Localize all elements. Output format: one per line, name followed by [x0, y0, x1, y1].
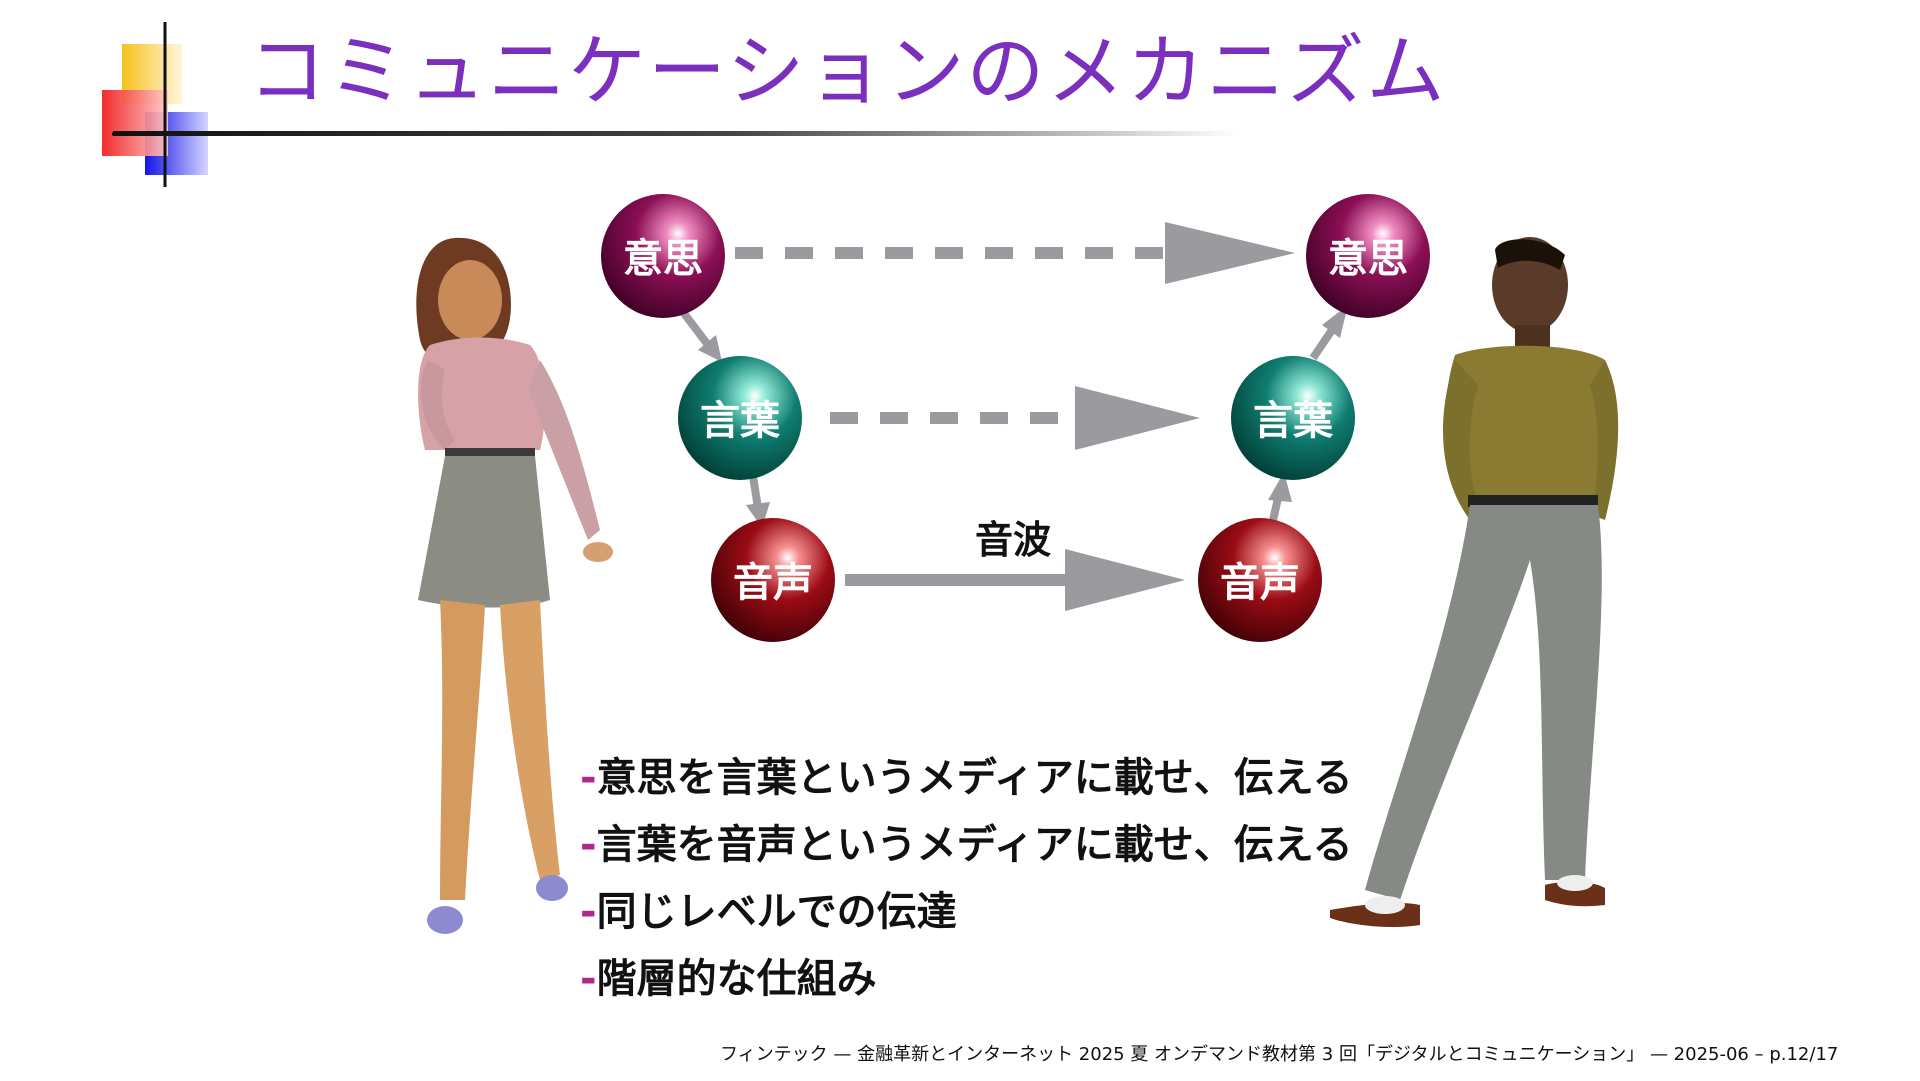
node-label: 言葉: [1253, 398, 1334, 444]
node-receiver-intent: 意思: [1306, 194, 1430, 318]
bullet-text: 階層的な仕組み: [596, 956, 877, 1002]
node-sender-words: 言葉: [678, 356, 802, 480]
node-label: 音声: [733, 560, 813, 606]
bullet-item: -階層的な仕組み: [580, 946, 877, 1004]
slide-footer: フィンテック — 金融革新とインターネット 2025 夏 オンデマンド教材第 3…: [720, 1044, 1839, 1065]
intent-level-arrow: [735, 222, 1295, 284]
receiver-person-illustration: [1330, 237, 1619, 928]
bullet-marker: -: [580, 755, 597, 801]
bullet-marker: -: [580, 889, 597, 935]
bullet-text: 同じレベルでの伝達: [596, 889, 957, 935]
node-sender-voice: 音声: [711, 518, 835, 642]
node-sender-intent: 意思: [601, 194, 725, 318]
sender-person-illustration: [416, 237, 613, 934]
node-label: 意思: [1328, 236, 1408, 282]
node-receiver-voice: 音声: [1198, 518, 1322, 642]
title-rule: [113, 131, 1238, 136]
words-level-arrow: [830, 386, 1200, 450]
node-receiver-words: 言葉: [1231, 356, 1355, 480]
sound-wave-label: 音波: [975, 518, 1051, 562]
bullet-marker: -: [580, 822, 597, 868]
node-label: 言葉: [700, 398, 781, 444]
bullet-text: 意思を言葉というメディアに載せ、伝える: [596, 755, 1353, 801]
bullet-text: 言葉を音声というメディアに載せ、伝える: [596, 822, 1353, 868]
page-title: コミュニケーションのメカニズム: [248, 27, 1447, 117]
bullet-item: -同じレベルでの伝達: [580, 879, 957, 937]
voice-level-arrow: [845, 549, 1185, 611]
node-label: 意思: [623, 236, 703, 282]
bullet-item: -言葉を音声というメディアに載せ、伝える: [580, 812, 1353, 870]
bullet-marker: -: [580, 956, 597, 1002]
node-label: 音声: [1220, 560, 1300, 606]
bullet-item: -意思を言葉というメディアに載せ、伝える: [580, 745, 1353, 803]
